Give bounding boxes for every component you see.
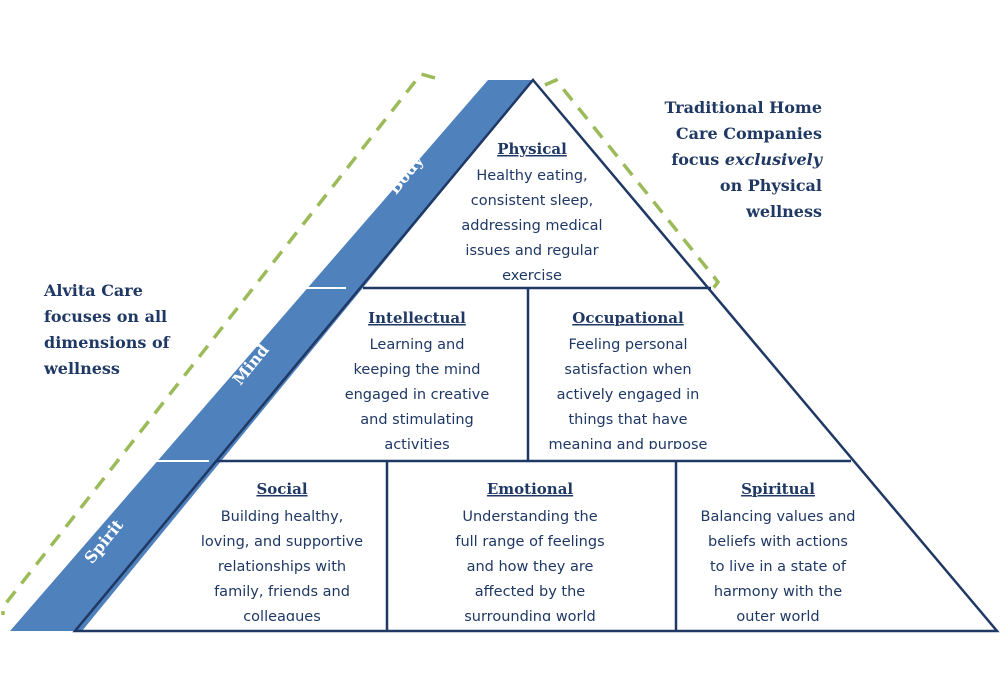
cell-title-intellectual: Intellectual — [368, 309, 466, 327]
cell-line: meaning and purpose — [549, 437, 708, 453]
cell-line: Learning and — [370, 337, 465, 353]
cell-title-physical: Physical — [497, 140, 567, 158]
cell-line: full range of feelings — [455, 534, 604, 550]
cell-line: affected by the — [475, 584, 585, 600]
left-note-line: Alvita Care — [43, 281, 143, 300]
cell-title-spiritual: Spiritual — [741, 480, 815, 498]
cell-line: addressing medical — [461, 218, 602, 234]
cell-line: Understanding the — [462, 509, 597, 525]
cell-line: consistent sleep, — [471, 193, 594, 209]
cell-line: family, friends and — [214, 584, 350, 600]
left-side-note: Alvita Care focuses on all dimensions of… — [43, 281, 171, 378]
right-note-focus: focus — [671, 150, 725, 169]
cell-line: things that have — [568, 412, 687, 428]
right-note-line: focus exclusively — [671, 150, 823, 169]
cell-line: and stimulating — [360, 412, 474, 428]
cell-title-social: Social — [256, 480, 307, 498]
cell-line: and how they are — [467, 559, 594, 575]
cell-line: Healthy eating, — [476, 168, 587, 184]
body-mind-spirit-band — [10, 80, 533, 631]
cell-line: to live in a state of — [710, 559, 847, 575]
cell-spiritual: Spiritual Balancing values and beliefs w… — [701, 480, 856, 625]
cell-line: exercise — [502, 268, 562, 284]
cell-line: surrounding world — [464, 609, 596, 625]
pyramid-outline — [72, 78, 1000, 633]
cell-title-emotional: Emotional — [487, 480, 574, 498]
cell-physical: Physical Healthy eating, consistent slee… — [461, 140, 602, 284]
left-note-line: dimensions of — [44, 333, 171, 352]
cell-line: activities — [384, 437, 449, 453]
cell-line: Building healthy, — [221, 509, 344, 525]
cell-line: colleagues — [243, 609, 321, 625]
cell-occupational: Occupational Feeling personal satisfacti… — [549, 309, 708, 453]
cell-line: keeping the mind — [354, 362, 481, 378]
cell-line: Balancing values and — [701, 509, 856, 525]
right-note-line: on Physical — [720, 176, 822, 195]
cell-line: outer world — [736, 609, 819, 625]
cell-social: Social Building healthy, loving, and sup… — [201, 480, 363, 625]
right-note-exclusively: exclusively — [725, 150, 824, 169]
left-dashed-bracket — [1, 71, 436, 615]
right-note-line: Care Companies — [676, 124, 822, 143]
cell-line: harmony with the — [714, 584, 842, 600]
right-note-line: wellness — [745, 202, 822, 221]
cell-title-occupational: Occupational — [572, 309, 684, 327]
right-side-note: Traditional Home Care Companies focus ex… — [665, 98, 824, 221]
cell-intellectual: Intellectual Learning and keeping the mi… — [345, 309, 490, 453]
cell-line: issues and regular — [465, 243, 598, 259]
right-note-line: Traditional Home — [665, 98, 823, 117]
cell-line: beliefs with actions — [708, 534, 848, 550]
right-dashed-bracket — [544, 77, 721, 292]
cell-line: relationships with — [218, 559, 346, 575]
cell-line: Feeling personal — [568, 337, 687, 353]
cell-line: satisfaction when — [564, 362, 691, 378]
cell-emotional: Emotional Understanding the full range o… — [455, 480, 604, 625]
cell-line: loving, and supportive — [201, 534, 363, 550]
left-note-line: wellness — [43, 359, 120, 378]
cell-line: engaged in creative — [345, 387, 490, 403]
cell-line: actively engaged in — [557, 387, 700, 403]
left-note-line: focuses on all — [44, 307, 167, 326]
